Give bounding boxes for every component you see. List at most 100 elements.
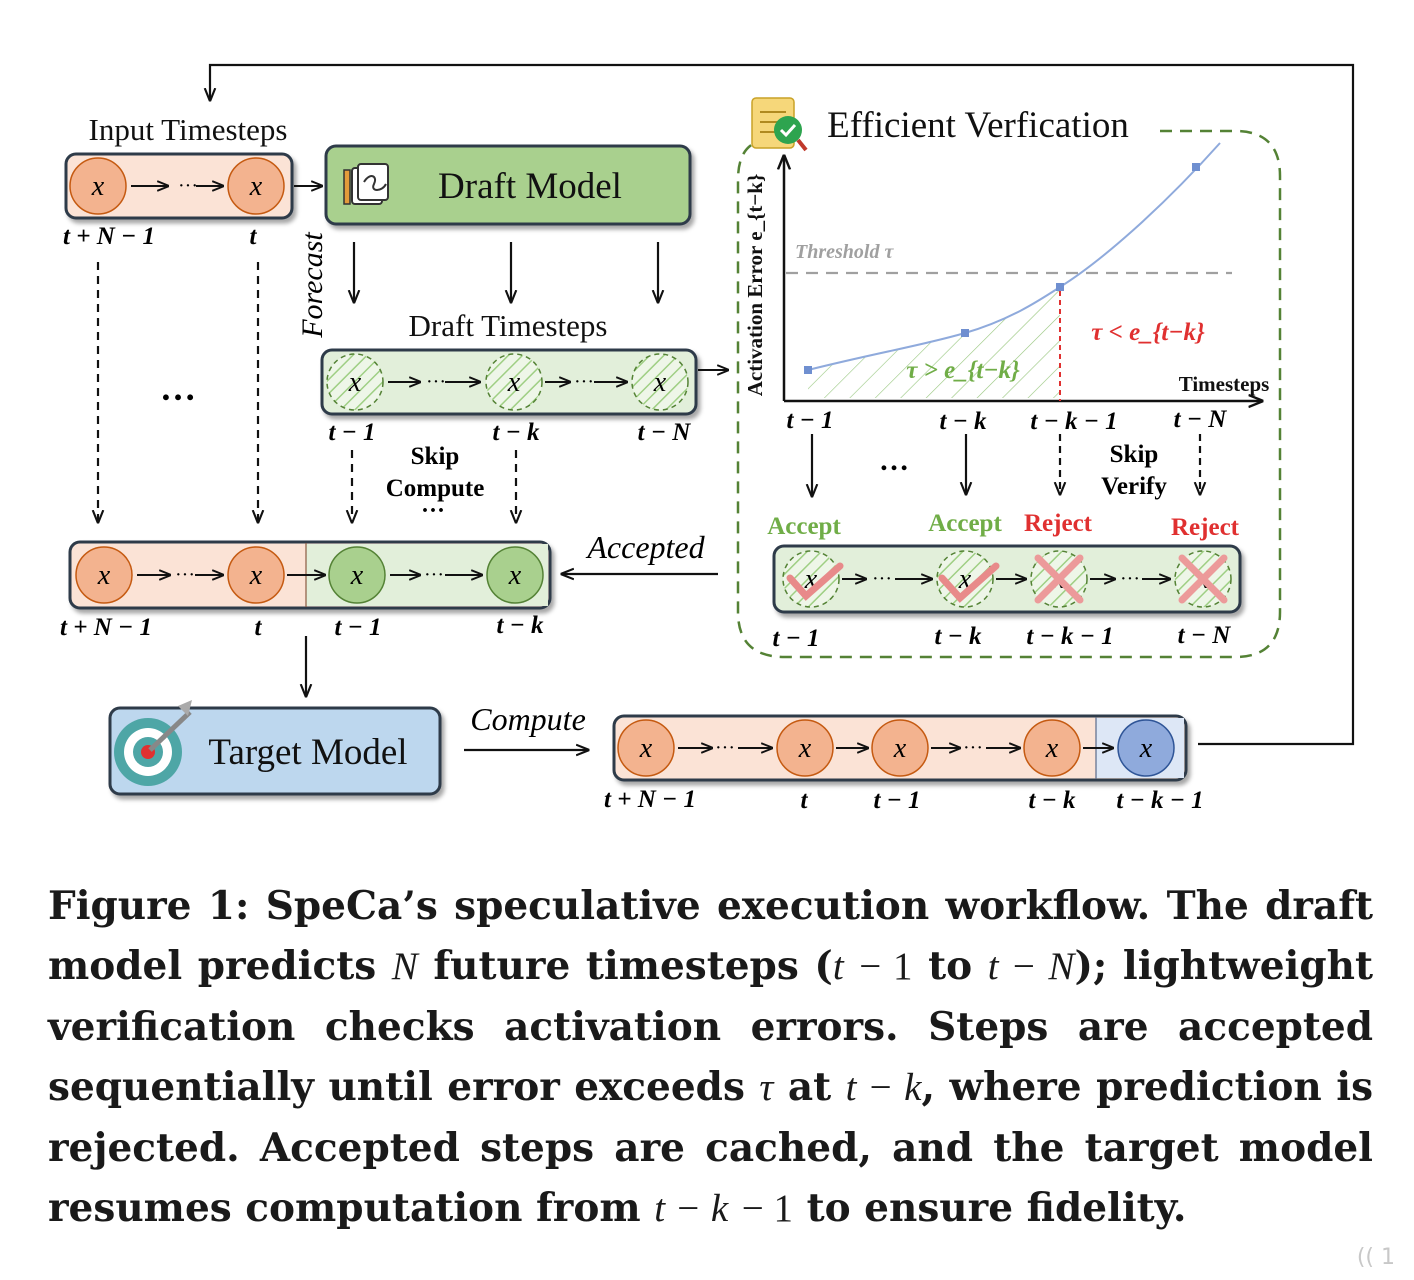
dashed-down-arrows — [98, 262, 516, 522]
input-label-1: t + N − 1 — [63, 223, 155, 250]
above-threshold-label: τ < e_{t−k} — [1091, 319, 1205, 346]
dots-verify: … — [879, 444, 909, 477]
draft-model-box: Draft Model — [324, 144, 692, 226]
verify-node-3: x — [1030, 550, 1088, 608]
draft-model-label: Draft Model — [438, 166, 622, 207]
tick-label-3: t − k − 1 — [1030, 408, 1117, 435]
below-threshold-label: τ > e_{t−k} — [906, 357, 1020, 384]
draft-node-3: x — [631, 353, 689, 411]
check-icon — [786, 562, 844, 601]
verification-panel: Efficient Verfication — [736, 97, 1282, 659]
svg-text:x: x — [508, 560, 522, 591]
output-label-2: t — [801, 787, 809, 814]
tick-label-1: t − 1 — [786, 407, 833, 434]
verdict-2: Accept — [928, 510, 1002, 537]
output-label-4: t − k — [1028, 787, 1076, 814]
svg-text:x: x — [249, 560, 263, 591]
point-2 — [961, 329, 969, 337]
x-axis-label: Timesteps — [1179, 372, 1270, 396]
skip-compute-line1: Skip — [411, 443, 460, 470]
verdict-3: Reject — [1024, 510, 1093, 537]
verification-arrows — [812, 434, 1200, 496]
output-label-3: t − 1 — [873, 787, 920, 814]
feedback-loop-arrow — [210, 63, 1355, 746]
svg-text:···: ··· — [426, 371, 446, 393]
svg-text:x: x — [350, 560, 364, 591]
accepted-region-hatch — [808, 287, 1060, 398]
verification-icon — [751, 97, 808, 152]
merged-node-2: x — [227, 546, 285, 604]
draft-sequence: x ··· x ··· x — [320, 348, 698, 416]
svg-text:x: x — [348, 367, 362, 398]
verify-node-4: x — [1174, 550, 1232, 608]
output-sequence: x ··· x x ··· x x — [612, 714, 1188, 782]
point-1 — [804, 366, 812, 374]
svg-text:x: x — [507, 367, 521, 398]
output-node-2: x — [776, 719, 834, 777]
skip-verify-line1: Skip — [1110, 441, 1159, 468]
error-curve — [807, 142, 1221, 371]
draft-label-1: t − 1 — [328, 419, 375, 446]
svg-text:x: x — [798, 733, 812, 764]
svg-text:···: ··· — [872, 568, 892, 590]
svg-text:x: x — [1045, 733, 1059, 764]
merged-label-1: t + N − 1 — [60, 614, 152, 641]
draft-arrows — [354, 242, 658, 302]
output-node-5: x — [1117, 719, 1175, 777]
skip-verify-line2: Verify — [1101, 473, 1167, 500]
svg-text:···: ··· — [574, 371, 594, 393]
cross-icon — [1034, 554, 1084, 604]
svg-text:x: x — [1139, 733, 1153, 764]
target-model-label: Target Model — [208, 732, 407, 773]
output-label-5: t − k − 1 — [1116, 787, 1203, 814]
cross-icon — [1178, 554, 1228, 604]
draft-label-3: t − N — [638, 419, 692, 446]
merged-label-2: t — [255, 614, 263, 641]
target-icon — [114, 700, 192, 786]
svg-text:x: x — [249, 171, 263, 202]
point-3 — [1056, 283, 1064, 291]
output-node-4: x — [1023, 719, 1081, 777]
verify-node-2: x — [936, 550, 1000, 608]
workflow-diagram: Input Timesteps x ··· x t + N − 1 t Draf… — [60, 63, 1355, 814]
verify-node-1: x — [782, 550, 844, 608]
output-node-3: x — [871, 719, 929, 777]
draft-icon — [343, 163, 389, 205]
verification-sequence: x ··· x x ··· x — [772, 544, 1242, 614]
svg-text:x: x — [97, 560, 111, 591]
input-node-1: x — [69, 157, 127, 215]
input-sequence: x ··· x — [64, 152, 294, 220]
tick-label-4: t − N — [1174, 406, 1228, 433]
figure-caption: Figure 1: SpeCa’s speculative execution … — [48, 883, 1374, 1231]
threshold-label: Threshold τ — [795, 241, 894, 263]
caption-figure-ref: Figure 1: — [48, 883, 250, 929]
accepted-label: Accepted — [585, 529, 705, 565]
input-timesteps-title: Input Timesteps — [89, 112, 288, 147]
merged-label-4: t − k — [496, 612, 544, 639]
forecast-label: Forecast — [296, 232, 329, 339]
check-icon — [938, 562, 1000, 603]
draft-label-2: t − k — [492, 419, 540, 446]
dots-left: … — [160, 368, 196, 408]
output-node-1: x — [617, 719, 675, 777]
skip-compute-dots: ··· — [421, 498, 445, 524]
svg-text:···: ··· — [963, 737, 983, 759]
y-axis-label: Activation Error e_{t−k} — [743, 174, 767, 397]
target-model-box: Target Model — [108, 700, 442, 796]
skip-compute-line2: Compute — [386, 475, 485, 502]
svg-text:x: x — [893, 733, 907, 764]
verify-label-2: t − k — [934, 623, 982, 650]
draft-timesteps-title: Draft Timesteps — [409, 308, 608, 343]
compute-label: Compute — [470, 701, 586, 737]
svg-text:···: ··· — [424, 564, 444, 586]
input-label-2: t — [250, 223, 258, 250]
input-node-2: x — [227, 157, 285, 215]
svg-text:x: x — [639, 733, 653, 764]
merged-node-1: x — [75, 546, 133, 604]
svg-text:···: ··· — [1120, 568, 1140, 590]
verify-label-3: t − k − 1 — [1026, 623, 1113, 650]
tick-label-2: t − k — [939, 408, 987, 435]
verdict-1: Accept — [767, 513, 841, 540]
verdict-4: Reject — [1171, 514, 1240, 541]
watermark: (( 1 ​ — [1356, 1245, 1402, 1270]
